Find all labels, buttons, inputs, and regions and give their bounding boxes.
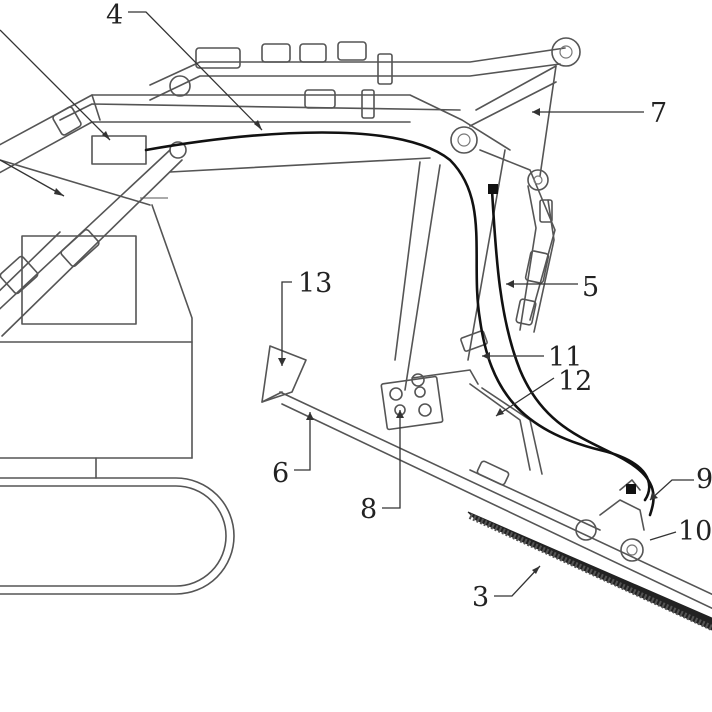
label-4: 4 [106,0,123,31]
arm-top-pin [551,37,581,67]
crawler-track [0,457,235,595]
label-12: 12 [558,366,592,397]
tool-frame [261,345,712,610]
label-8: 8 [360,494,377,525]
label-7: 7 [650,98,667,129]
label-3: 3 [472,582,489,613]
machine-body [0,159,193,459]
boom-arm-pin [450,126,478,154]
reference-labels: 4 7 5 13 11 12 6 8 9 10 3 [106,0,712,613]
leader-lines [0,11,694,597]
arrowheads [54,108,658,574]
label-11: 11 [548,342,582,373]
label-13: 13 [298,268,332,299]
control-box [91,135,147,165]
label-10: 10 [678,516,712,547]
wheels [575,479,645,562]
boom-hoses [52,89,461,136]
linkage [411,330,543,475]
label-9: 9 [696,464,712,495]
sensor-13-body [261,345,307,403]
label-5: 5 [582,272,599,303]
mount-plate-8 [380,375,444,431]
boom-cylinder [149,37,581,101]
stick-arm [394,65,557,391]
lift-cylinder [0,141,187,337]
stick-hoses [515,185,555,333]
label-6: 6 [272,458,289,489]
brush-3 [467,511,712,631]
cable-4 [144,131,655,517]
